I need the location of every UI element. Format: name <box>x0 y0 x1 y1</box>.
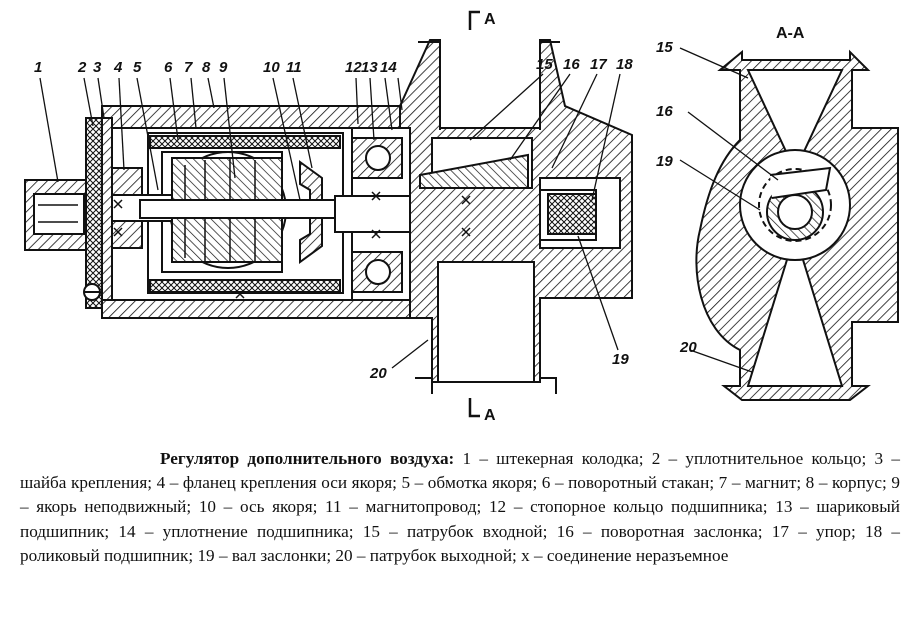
caption-text: 1 – штекерная колодка; 2 – уплотнительно… <box>20 449 900 565</box>
section-callout-15: 15 <box>656 39 673 56</box>
caption-title: Регулятор дополнительного воздуха: <box>160 449 455 468</box>
callout-9: 9 <box>219 59 228 76</box>
callout-15: 15 <box>536 56 553 73</box>
section-mark-top: А <box>484 11 496 28</box>
section-mark-bottom: А <box>484 407 496 424</box>
figure-caption: Регулятор дополнительного воздуха: 1 – ш… <box>20 447 900 568</box>
section-callout-labels: 15 16 19 20 <box>656 39 697 356</box>
callout-14: 14 <box>380 59 397 76</box>
main-section <box>24 39 633 394</box>
section-title: А-А <box>776 25 805 42</box>
callout-8: 8 <box>202 59 211 76</box>
callout-19: 19 <box>612 351 629 368</box>
callout-1: 1 <box>34 59 42 76</box>
callout-12: 12 <box>345 59 362 76</box>
section-callout-19: 19 <box>656 153 673 170</box>
callout-10: 10 <box>263 59 280 76</box>
callout-6: 6 <box>164 59 173 76</box>
section-callout-16: 16 <box>656 103 673 120</box>
leader-lines <box>39 47 779 373</box>
callout-5: 5 <box>133 59 142 76</box>
armature-shaft <box>139 199 336 219</box>
callout-20: 20 <box>369 365 387 382</box>
regulator-drawing: А А А-А <box>24 10 899 424</box>
section-callout-20: 20 <box>679 339 697 356</box>
section-marks <box>468 10 480 418</box>
roller-bearing <box>547 193 597 235</box>
cross-section <box>695 49 899 401</box>
callout-4: 4 <box>113 59 123 76</box>
callout-11: 11 <box>286 59 302 76</box>
callout-7: 7 <box>184 59 193 76</box>
callout-labels: 1 2 3 4 5 6 7 8 9 10 11 12 13 14 15 16 1… <box>34 56 633 382</box>
callout-13: 13 <box>361 59 378 76</box>
ball-bearing <box>351 137 403 293</box>
callout-18: 18 <box>616 56 633 73</box>
diagram-area: А А А-А <box>24 10 899 424</box>
end-plate <box>85 117 103 309</box>
callout-3: 3 <box>93 59 102 76</box>
callout-17: 17 <box>590 56 607 73</box>
callout-16: 16 <box>563 56 580 73</box>
callout-2: 2 <box>77 59 87 76</box>
